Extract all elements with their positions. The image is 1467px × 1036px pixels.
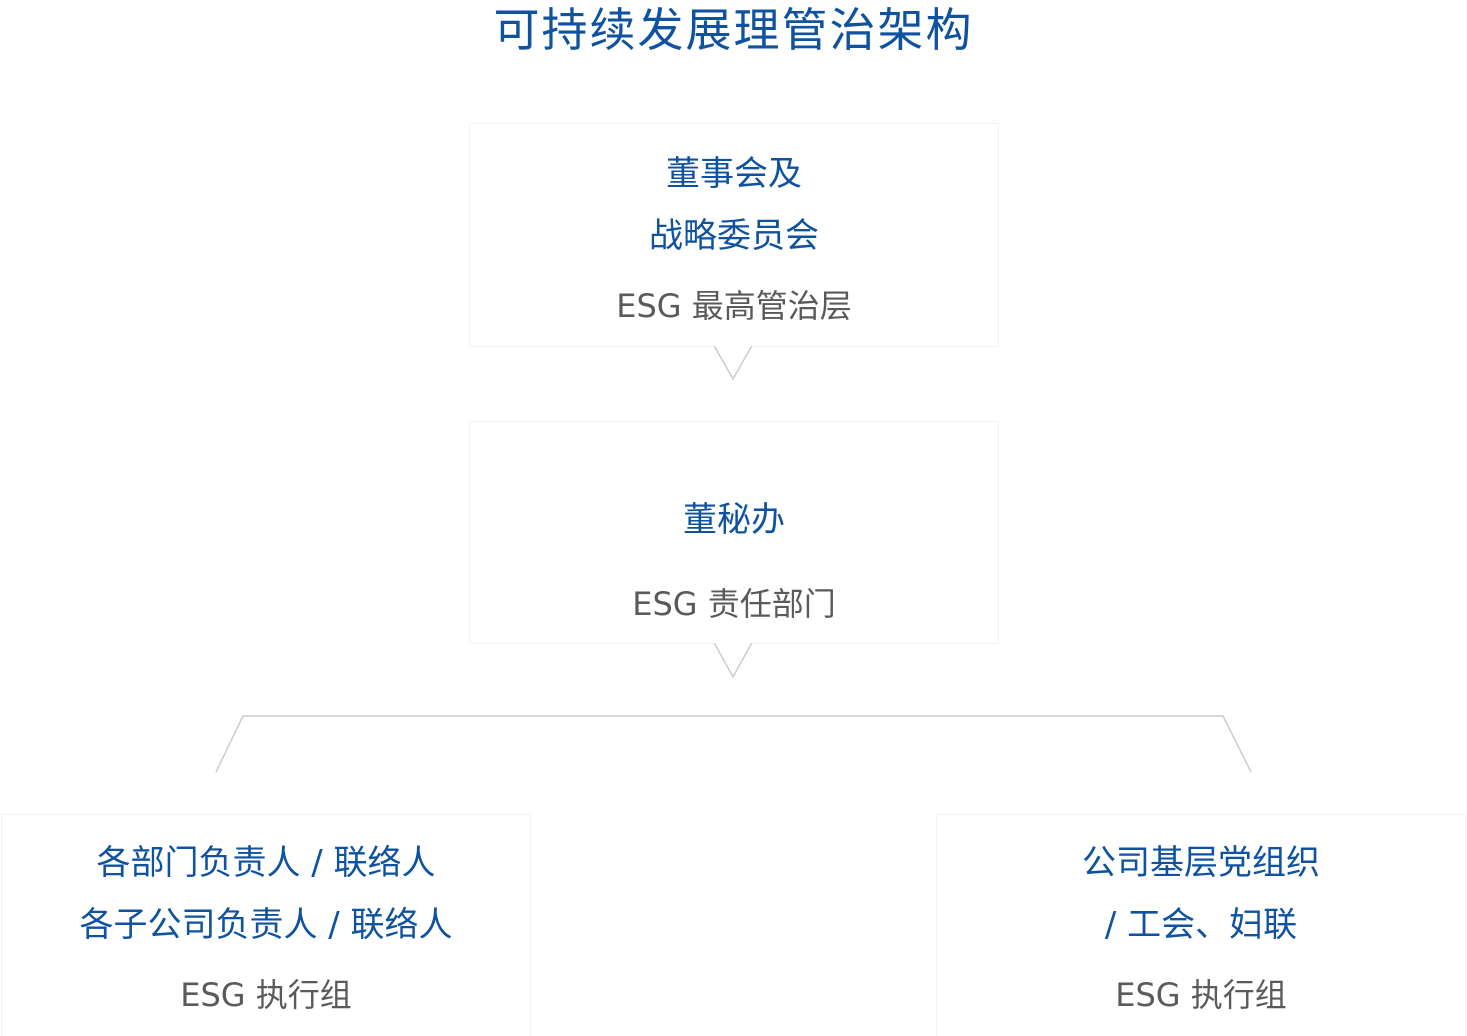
node-departments-line-2: 各子公司负责人 / 联络人 (79, 905, 453, 945)
node-departments-line-1: 各部门负责人 / 联络人 (96, 843, 436, 883)
node-secretary-office: 董秘办 ESG 责任部门 (470, 422, 998, 643)
diagram-title: 可持续发展理管治架构 (493, 3, 974, 57)
node-board-layer: ESG 最高管治层 (616, 287, 852, 325)
node-board-line-2: 战略委员会 (649, 216, 819, 256)
node-party-org-layer: ESG 执行组 (1115, 976, 1287, 1014)
node-departments: 各部门负责人 / 联络人 各子公司负责人 / 联络人 ESG 执行组 (2, 815, 530, 1036)
node-departments-layer: ESG 执行组 (180, 976, 352, 1014)
node-board: 董事会及 战略委员会 ESG 最高管治层 (470, 124, 998, 346)
node-secretary-office-line-1: 董秘办 (683, 500, 785, 540)
node-party-org-line-1: 公司基层党组织 (1082, 843, 1320, 883)
node-party-org-line-2: / 工会、妇联 (1104, 905, 1298, 945)
node-secretary-office-layer: ESG 责任部门 (632, 585, 836, 623)
node-board-line-1: 董事会及 (666, 154, 802, 194)
branch-connector (215, 715, 1252, 773)
node-party-org: 公司基层党组织 / 工会、妇联 ESG 执行组 (937, 815, 1465, 1036)
